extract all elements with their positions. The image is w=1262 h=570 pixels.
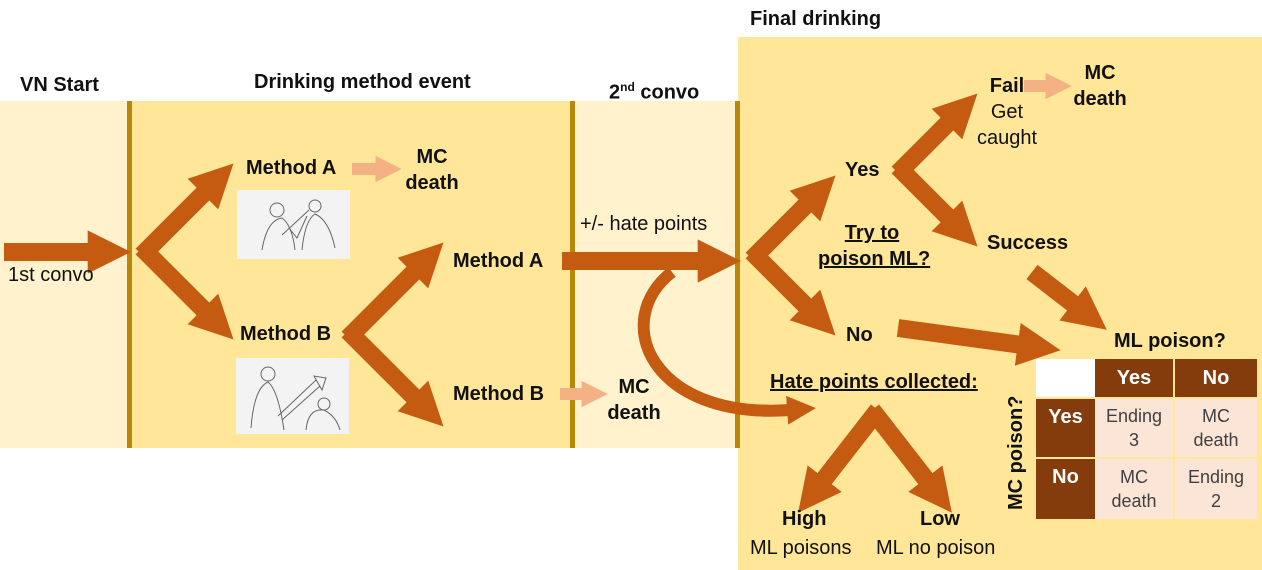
vn-start-panel — [0, 101, 130, 448]
mc-death-2-line1: MC — [618, 376, 650, 398]
label-hate-collected: Hate points collected: — [770, 371, 978, 393]
label-no: No — [846, 324, 873, 346]
get-caught-line1: Get — [990, 101, 1024, 123]
matrix-header-no: No — [1175, 359, 1257, 397]
arrow-to-method-a-2 — [341, 242, 444, 345]
method-a-sketch-drawing — [261, 199, 336, 251]
method-a-sketch — [237, 190, 350, 259]
matrix-row-title: MC poison? — [1005, 395, 1027, 510]
stage-vn-start: VN Start — [20, 74, 99, 96]
label-first-convo: 1st convo — [8, 264, 94, 286]
drinking-method-panel — [130, 101, 573, 448]
label-method-b-2: Method B — [453, 383, 545, 405]
arrow-success-to-matrix — [1026, 264, 1107, 330]
matrix-corner — [1036, 359, 1095, 397]
mc-death-3-line1: MC — [1084, 62, 1116, 84]
label-yes: Yes — [845, 159, 880, 181]
stage-second-convo-rest: convo — [634, 81, 700, 104]
arrow-to-method-b — [135, 241, 234, 340]
mc-death-2-line2: death — [607, 402, 661, 424]
separator-2 — [570, 101, 575, 448]
label-mc-death-1: MC death — [400, 144, 464, 196]
arrow-to-high — [798, 404, 886, 513]
cell-nn-line1: Ending — [1187, 467, 1245, 487]
mc-death-3-line2: death — [1073, 88, 1127, 110]
cell-yy-line2: 3 — [1128, 430, 1139, 450]
cell-yy-line1: Ending — [1105, 406, 1163, 426]
cell-ny-line2: death — [1111, 491, 1157, 511]
separator-1 — [127, 101, 132, 448]
matrix-header-yes: Yes — [1095, 359, 1173, 397]
stage-drinking-method-event: Drinking method event — [254, 71, 471, 93]
arrow-to-no — [745, 245, 836, 336]
stage-second-convo-sup: nd — [620, 80, 635, 94]
label-method-a: Method A — [246, 157, 337, 179]
label-try-poison: Try to poison ML? — [818, 220, 931, 272]
arrow-to-low — [864, 404, 952, 513]
arrow-to-method-b-2 — [341, 324, 444, 427]
label-fail: Fail Get caught — [968, 73, 1046, 151]
method-b-sketch — [236, 358, 349, 434]
label-high: High — [782, 508, 827, 530]
label-ml-no-poison: ML no poison — [876, 537, 996, 559]
label-method-b: Method B — [240, 323, 332, 345]
matrix-cell-yes-no: MC death — [1175, 399, 1257, 457]
matrix-cell-no-yes: MC death — [1095, 459, 1173, 519]
arrow-no-to-matrix — [896, 319, 1061, 366]
matrix-row-yes: Yes — [1036, 399, 1095, 457]
label-low: Low — [920, 508, 960, 530]
matrix-col-title: ML poison? — [1114, 330, 1226, 352]
label-success: Success — [987, 232, 1069, 254]
cell-yn-line2: death — [1193, 430, 1239, 450]
arrow-to-method-a — [135, 163, 234, 262]
stage-second-convo-num: 2 — [609, 81, 621, 104]
label-mc-death-3: MC death — [1068, 60, 1132, 112]
stage-final-drinking: Final drinking — [750, 8, 882, 30]
arrow-to-success — [891, 160, 978, 247]
cell-yn-line1: MC — [1202, 406, 1230, 426]
mc-death-1-line1: MC — [416, 146, 448, 168]
fail-text: Fail — [989, 75, 1025, 97]
method-b-sketch-drawing — [250, 366, 341, 431]
matrix-row-no: No — [1036, 459, 1095, 519]
try-poison-line1: Try to — [844, 222, 900, 244]
matrix-cell-no-no: Ending 2 — [1175, 459, 1257, 519]
cell-nn-line2: 2 — [1210, 491, 1221, 511]
label-ml-poisons: ML poisons — [750, 537, 852, 559]
cell-ny-line1: MC — [1120, 467, 1148, 487]
arrow-curve-to-hate — [637, 267, 816, 425]
matrix-cell-yes-yes: Ending 3 — [1095, 399, 1173, 457]
label-method-a-2: Method A — [453, 250, 544, 272]
get-caught-line2: caught — [976, 127, 1038, 149]
stage-second-convo: 2nd convo — [609, 74, 699, 106]
mc-death-1-line2: death — [405, 172, 459, 194]
label-mc-death-2: MC death — [602, 374, 666, 426]
try-poison-line2: poison ML? — [818, 248, 931, 270]
label-hate-points: +/- hate points — [580, 213, 708, 235]
